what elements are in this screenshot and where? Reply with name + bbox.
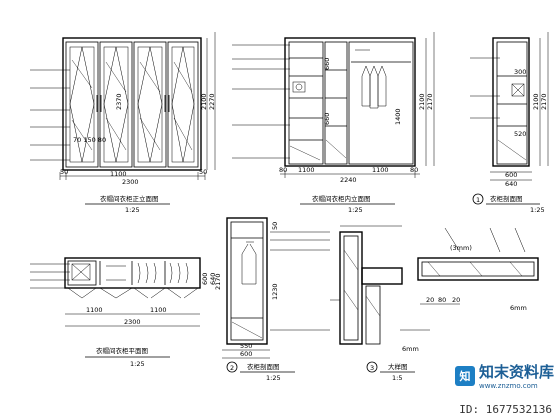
leader-labels — [30, 69, 70, 161]
view-scale-section-1: 1:25 — [530, 206, 545, 214]
dim-detail-6mm-a: 6mm — [510, 304, 527, 312]
view-title-front: 衣帽间衣柜正立面图 — [100, 194, 159, 203]
dim-plan-1100-b: 1100 — [150, 306, 167, 314]
dim-left: 80 — [279, 166, 287, 174]
view-scale-front: 1:25 — [125, 206, 140, 214]
dim-sub-a: 1100 — [298, 166, 315, 174]
dim-detail-20b: 20 — [452, 296, 460, 304]
dim-shelf-2: 660 — [323, 113, 331, 125]
dim-detail-3mm: (3mm) — [450, 244, 472, 252]
dim-sub: 1100 — [110, 170, 127, 178]
dim-inner-height: 2370 — [115, 93, 123, 110]
dim-hang: 1400 — [394, 108, 402, 125]
dim-hang-1230: 1230 — [271, 283, 279, 300]
section-marker-1: 1 — [476, 196, 480, 204]
dim-right: 50 — [199, 168, 207, 176]
section-2-view: 550 600 1230 2170 50 2 衣柜剖面图 1:25 — [214, 217, 330, 382]
dim-depth-640: 640 — [505, 180, 517, 188]
dim-inner-520: 520 — [514, 130, 526, 138]
detail-view: 20 80 20 6mm 6mm (3mm) 3 大样图 1:5 — [330, 225, 539, 382]
dim-sub-b: 1100 — [372, 166, 389, 174]
watermark-logo: 知 知末资料库 www.znzmo.com — [454, 361, 554, 390]
dim-right: 80 — [410, 166, 418, 174]
view-scale-detail: 1:5 — [392, 374, 402, 382]
view-title-section-1: 衣柜剖面图 — [490, 194, 523, 203]
watermark-url: www.znzmo.com — [478, 382, 538, 390]
view-title-detail: 大样图 — [388, 362, 408, 371]
view-scale-section-2: 1:25 — [266, 374, 281, 382]
view-title-section-2: 衣柜剖面图 — [247, 362, 280, 371]
dim-top-50: 50 — [271, 222, 279, 230]
section-marker-2: 2 — [230, 364, 234, 372]
interior-elevation-view: 80 2240 80 1100 1100 660 660 1400 2100 2… — [232, 32, 435, 214]
side-section-view: 300 520 2100 2170 600 640 1 衣柜剖面图 1:25 — [470, 32, 549, 214]
dim-plan-2300: 2300 — [124, 318, 141, 326]
dim-plan-1100-a: 1100 — [86, 306, 103, 314]
front-elevation-view: 50 2300 50 70 150 80 1100 2100 2270 2370… — [30, 32, 216, 214]
watermark-badge-icon: 知 — [454, 365, 475, 386]
dim-detail-6mm-b: 6mm — [402, 345, 419, 353]
dim-height-2100: 2100 — [200, 93, 208, 110]
dim-height-2100: 2100 — [418, 93, 426, 110]
watermark-text: 知末资料库 — [478, 363, 554, 381]
dim-note: 70 150 80 — [73, 136, 106, 144]
dim-shelf-1: 660 — [323, 58, 331, 70]
section-marker-3: 3 — [370, 364, 374, 372]
view-scale-plan: 1:25 — [130, 360, 145, 368]
dim-height-2100: 2100 — [532, 93, 540, 110]
dim-height-2170: 2170 — [426, 93, 434, 110]
dim-height-2270: 2270 — [208, 93, 216, 110]
view-scale-interior: 1:25 — [348, 206, 363, 214]
dim-left: 50 — [60, 168, 68, 176]
dim-detail-80: 80 — [438, 296, 446, 304]
view-title-interior: 衣帽间衣柜内立面图 — [312, 194, 371, 203]
dim-detail-20a: 20 — [426, 296, 434, 304]
dim-depth-550: 550 — [240, 342, 252, 350]
dim-width: 2240 — [340, 176, 357, 184]
watermark-id: ID: 1677532136 — [459, 403, 552, 416]
plan-view: 1100 1100 2300 600 640 衣帽间衣柜平面图 1:25 — [30, 257, 217, 368]
dim-height-2170: 2170 — [540, 93, 548, 110]
dim-plan-600: 600 — [201, 273, 209, 285]
dim-inner-300: 300 — [514, 68, 526, 76]
view-title-plan: 衣帽间衣柜平面图 — [96, 346, 148, 355]
dim-depth-600: 600 — [240, 350, 252, 358]
dim-plan-640: 640 — [209, 273, 217, 285]
dim-width: 2300 — [122, 178, 139, 186]
dim-depth-600: 600 — [505, 171, 517, 179]
dim-height-2170: 2170 — [214, 273, 222, 290]
